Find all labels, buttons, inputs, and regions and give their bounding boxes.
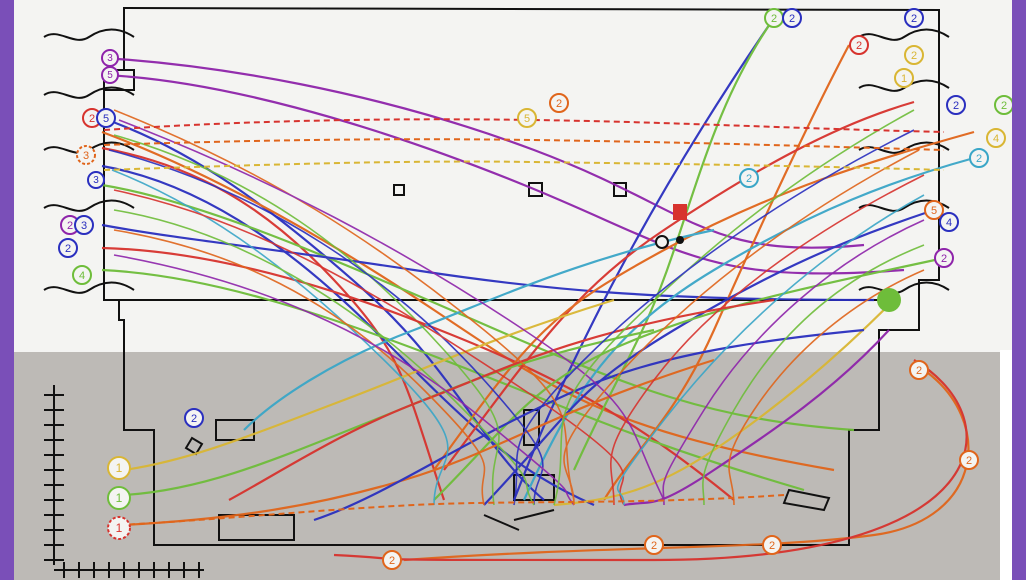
label-left-4-text: 5 xyxy=(103,113,109,125)
label-circle-left-2: 5 xyxy=(101,66,119,84)
label-circle-left-9: 2 xyxy=(58,238,78,258)
label-center-7-text: 1 xyxy=(116,521,123,535)
label-circle-right-5: 2 xyxy=(904,45,924,65)
label-left-6-text: 3 xyxy=(93,175,99,186)
labels-center: 2 5 2 2 1 xyxy=(107,93,979,570)
label-center-1-text: 2 xyxy=(556,98,562,110)
label-right-12-text: 4 xyxy=(946,217,952,229)
label-left-7-text: 2 xyxy=(67,220,73,232)
label-circle-left-4: 5 xyxy=(96,108,116,128)
label-circle-left-5: 3 xyxy=(76,145,96,165)
label-right-3-text: 2 xyxy=(911,13,917,25)
label-circle-right-8: 2 xyxy=(994,95,1012,115)
label-circle-center-2: 5 xyxy=(517,108,537,128)
label-circle-center-1: 2 xyxy=(549,93,569,113)
label-left-1-text: 3 xyxy=(107,53,113,64)
label-circle-right-12: 4 xyxy=(939,212,959,232)
green-dot-marker xyxy=(877,288,901,312)
label-right-5-text: 2 xyxy=(911,50,917,62)
label-left-10-text: 4 xyxy=(79,270,85,282)
label-circle-right-4: 2 xyxy=(849,35,869,55)
label-circle-right-1: 2 xyxy=(764,8,784,28)
label-center-2-text: 5 xyxy=(524,113,530,125)
label-circle-right-9: 4 xyxy=(986,128,1006,148)
label-right-4-text: 2 xyxy=(856,40,862,52)
small-markers xyxy=(655,204,901,312)
label-circle-center-9: 2 xyxy=(644,535,664,555)
label-circle-center-3: 2 xyxy=(739,168,759,188)
label-circle-left-10: 4 xyxy=(72,265,92,285)
label-center-6-text: 1 xyxy=(116,491,123,505)
label-left-9-text: 2 xyxy=(65,243,71,255)
floor-area xyxy=(14,352,1012,580)
label-center-8-text: 2 xyxy=(389,555,395,567)
label-right-6-text: 1 xyxy=(901,73,907,85)
label-left-2-text: 5 xyxy=(107,70,113,81)
label-right-9-text: 4 xyxy=(993,133,999,145)
label-center-3-text: 2 xyxy=(746,173,752,185)
label-center-10-text: 2 xyxy=(769,540,775,552)
bottom-ruler xyxy=(54,562,204,578)
black-open-circle-marker xyxy=(655,235,669,249)
label-circle-center-12: 2 xyxy=(909,360,929,380)
red-marker-square xyxy=(673,204,687,220)
labels-right-edge: 2 2 2 2 2 xyxy=(764,8,1012,268)
label-circle-center-6: 1 xyxy=(107,486,131,510)
label-circle-left-1: 3 xyxy=(101,49,119,67)
label-circle-center-5: 1 xyxy=(107,456,131,480)
black-dot-marker xyxy=(676,236,684,244)
label-left-5-text: 3 xyxy=(83,150,89,162)
label-circle-right-2: 2 xyxy=(782,8,802,28)
label-left-3-text: 2 xyxy=(89,113,95,125)
labels-left-edge: 3 5 2 5 3 xyxy=(58,49,119,285)
label-circle-right-6: 1 xyxy=(894,68,914,88)
label-center-11-text: 2 xyxy=(966,455,972,467)
wire-bundle-dense xyxy=(108,109,925,506)
label-center-12-text: 2 xyxy=(916,365,922,377)
label-left-8-text: 3 xyxy=(81,220,87,232)
label-circle-right-7: 2 xyxy=(946,95,966,115)
label-center-9-text: 2 xyxy=(651,540,657,552)
label-circle-right-3: 2 xyxy=(904,8,924,28)
left-ruler xyxy=(44,385,64,565)
label-circle-center-7: 1 xyxy=(107,516,131,540)
label-right-8-text: 2 xyxy=(1001,100,1007,112)
label-circle-center-10: 2 xyxy=(762,535,782,555)
label-circle-left-8: 3 xyxy=(74,215,94,235)
label-center-4-text: 2 xyxy=(191,413,197,425)
label-right-10-text: 2 xyxy=(976,153,982,165)
label-circle-right-11: 5 xyxy=(924,200,944,220)
label-right-2-text: 2 xyxy=(789,13,795,25)
label-circle-center-4: 2 xyxy=(184,408,204,428)
label-right-7-text: 2 xyxy=(953,100,959,112)
label-right-11-text: 5 xyxy=(931,205,937,217)
label-circle-right-10: 2 xyxy=(969,148,989,168)
label-circle-center-8: 2 xyxy=(382,550,402,570)
paper-sheet: 3 5 2 5 3 xyxy=(14,0,1012,580)
label-right-1-text: 2 xyxy=(771,13,777,25)
right-edge-light xyxy=(1000,350,1012,580)
label-right-13-text: 2 xyxy=(941,253,947,265)
label-circle-left-6: 3 xyxy=(87,171,105,189)
label-circle-center-11: 2 xyxy=(959,450,979,470)
wire-map-svg: 3 5 2 5 3 xyxy=(43,6,1012,578)
label-circle-right-13: 2 xyxy=(934,248,954,268)
label-center-5-text: 1 xyxy=(116,461,123,475)
